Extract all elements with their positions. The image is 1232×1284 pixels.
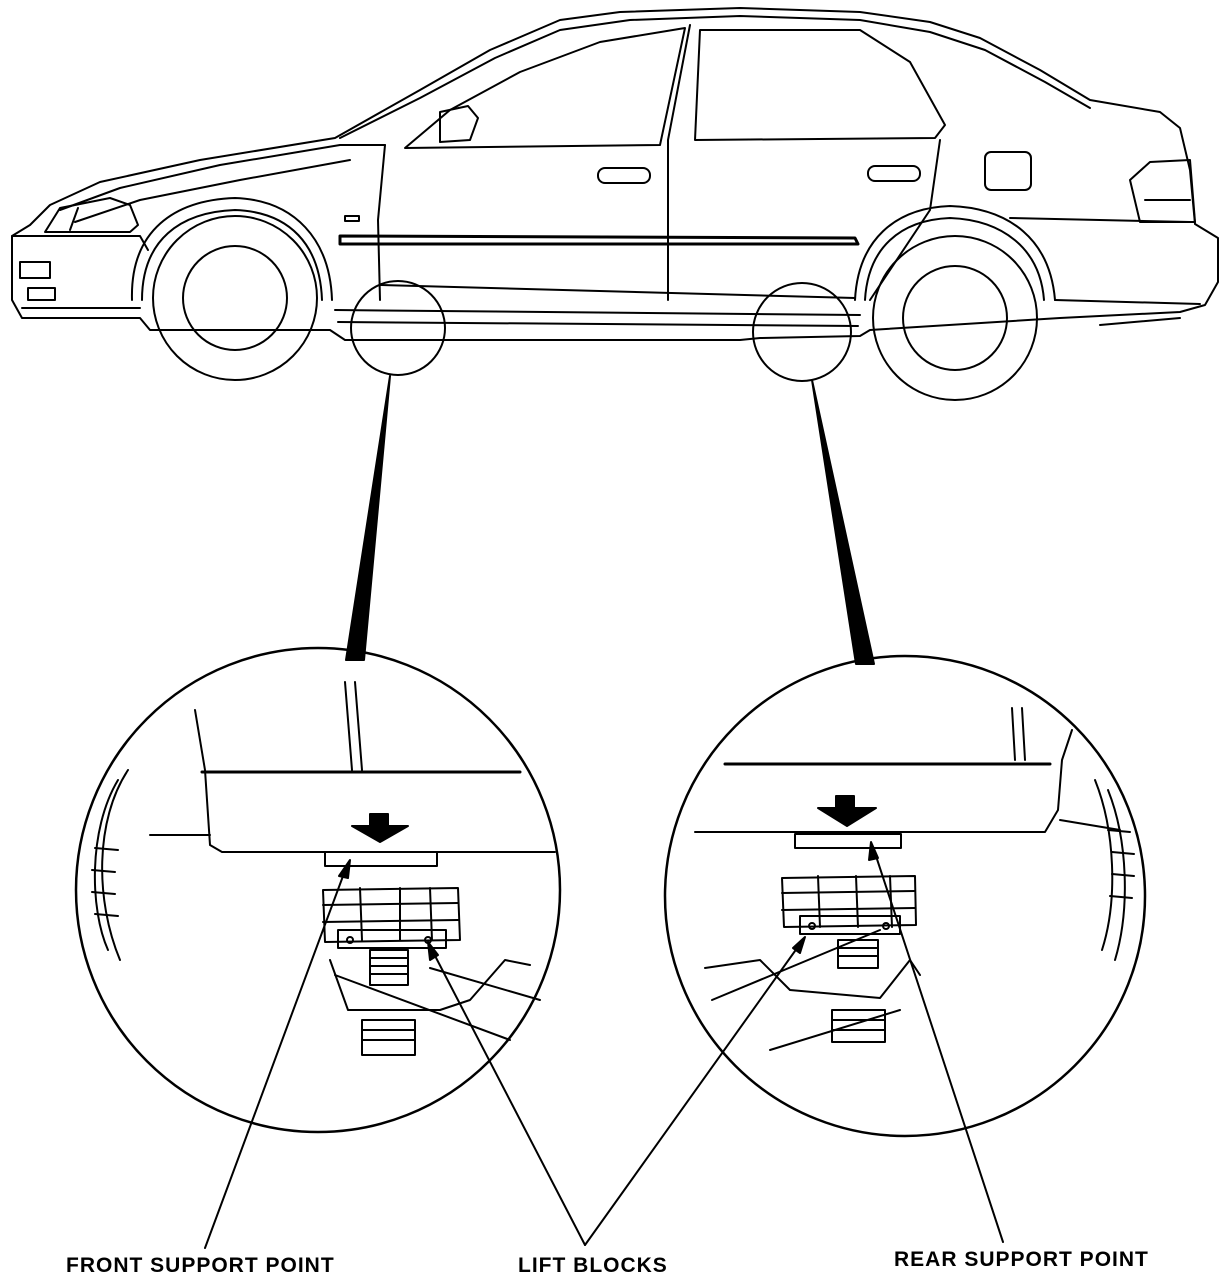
rear-zoom-connector xyxy=(811,379,875,665)
front-support-arrowhead xyxy=(338,859,351,879)
lift-blocks-leader-rear xyxy=(584,943,801,1246)
rear-detail-view xyxy=(663,654,1147,1138)
front-support-point-label: FRONT SUPPORT POINT xyxy=(66,1254,335,1277)
lift-blocks-label: LIFT BLOCKS xyxy=(518,1254,668,1277)
rear-support-arrowhead xyxy=(868,841,879,861)
front-detail-view xyxy=(74,646,562,1134)
car-side-view xyxy=(11,7,1219,401)
lift-blocks-leader-rear-arrowhead xyxy=(792,936,806,954)
front-zoom-connector xyxy=(345,375,391,661)
rear-support-point-label: REAR SUPPORT POINT xyxy=(894,1248,1149,1271)
lift-blocks-leader-front xyxy=(431,949,586,1246)
front-zoom-circle-small xyxy=(350,280,446,376)
leader-lines xyxy=(204,841,1004,1249)
lift-blocks-leader-front-arrowhead xyxy=(427,941,439,961)
rear-support-leader xyxy=(873,849,1004,1243)
rear-zoom-circle-small xyxy=(752,282,852,382)
front-support-leader xyxy=(204,867,347,1249)
